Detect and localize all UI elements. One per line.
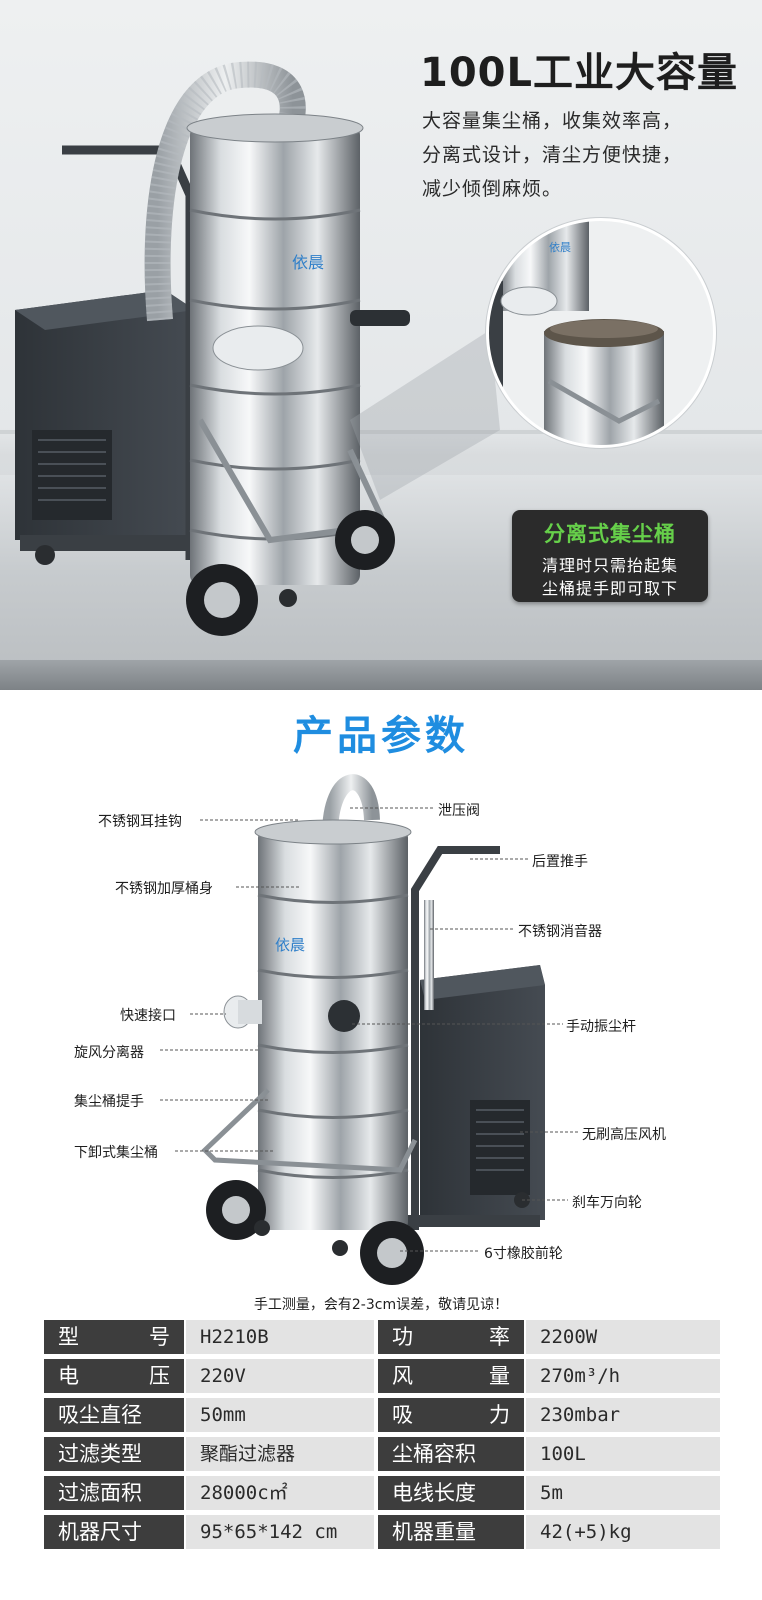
callout-shaker: 手动振尘杆	[566, 1019, 636, 1035]
spec-value: 42(+5)kg	[526, 1515, 720, 1549]
callout-bucket-handle: 集尘桶提手	[74, 1094, 144, 1110]
badge-line: 尘桶提手即可取下	[541, 579, 678, 598]
spec-key: 机器尺寸	[44, 1515, 184, 1549]
spec-value: 2200W	[526, 1320, 720, 1354]
spec-value: 50mm	[186, 1398, 374, 1432]
hero-banner: 依晨 100L工业大容量 大容量集尘桶，收集效率高， 分离式设计，清尘方便快捷，…	[0, 0, 762, 690]
callout-quick-port: 快速接口	[120, 1008, 176, 1024]
hero-desc-line: 分离式设计，清尘方便快捷，	[422, 144, 683, 166]
labeled-machine-diagram: 依晨	[160, 774, 578, 1285]
callout-ear-hook: 不锈钢耳挂钩	[98, 814, 182, 830]
spec-row: 机器尺寸 95*65*142 cm 机器重量 42(+5)kg	[44, 1515, 720, 1549]
svg-text:依晨: 依晨	[275, 936, 305, 954]
spec-row: 过滤面积 28000c㎡ 电线长度 5m	[44, 1476, 720, 1510]
zoom-detail-circle: 依晨	[486, 218, 716, 448]
spec-value: 100L	[526, 1437, 720, 1471]
spec-row: 电压 220V 风量 270m³/h	[44, 1359, 720, 1393]
spec-key: 吸力	[378, 1398, 524, 1432]
hero-desc-line: 大容量集尘桶，收集效率高，	[422, 110, 683, 132]
spec-value: 28000c㎡	[186, 1476, 374, 1510]
hero-desc-line: 减少倾倒麻烦。	[422, 178, 563, 200]
measurement-note: 手工测量，会有2-3cm误差，敬请见谅！	[253, 1297, 509, 1313]
callout-brake-caster: 刹车万向轮	[572, 1195, 642, 1211]
spec-key: 电压	[44, 1359, 184, 1393]
spec-row: 型号 H2210B 功率 2200W	[44, 1320, 720, 1354]
spec-value: 聚酯过滤器	[186, 1437, 374, 1471]
wall-divider	[0, 430, 762, 434]
separate-bucket-badge: 分离式集尘桶 清理时只需抬起集 尘桶提手即可取下	[512, 510, 708, 602]
spec-value: 5m	[526, 1476, 720, 1510]
spec-row: 吸尘直径 50mm 吸力 230mbar	[44, 1398, 720, 1432]
spec-value: 220V	[186, 1359, 374, 1393]
spec-value: 95*65*142 cm	[186, 1515, 374, 1549]
spec-key: 过滤面积	[44, 1476, 184, 1510]
spec-key: 尘桶容积	[378, 1437, 524, 1471]
hero-description: 大容量集尘桶，收集效率高， 分离式设计，清尘方便快捷， 减少倾倒麻烦。	[422, 104, 742, 206]
hero-title: 100L工业大容量	[420, 50, 738, 96]
badge-title: 分离式集尘桶	[544, 522, 676, 546]
callout-rear-handle: 后置推手	[532, 854, 588, 870]
svg-text:依晨: 依晨	[549, 241, 571, 254]
spec-key: 电线长度	[378, 1476, 524, 1510]
spec-key: 功率	[378, 1320, 524, 1354]
callout-bottom-bucket: 下卸式集尘桶	[74, 1145, 158, 1161]
spec-key: 型号	[44, 1320, 184, 1354]
spec-key: 过滤类型	[44, 1437, 184, 1471]
floor-edge	[0, 660, 762, 690]
spec-key: 风量	[378, 1359, 524, 1393]
spec-value: 230mbar	[526, 1398, 720, 1432]
svg-text:依晨: 依晨	[292, 253, 324, 272]
callout-relief-valve: 泄压阀	[438, 803, 480, 819]
spec-row: 过滤类型 聚酯过滤器 尘桶容积 100L	[44, 1437, 720, 1471]
spec-value: 270m³/h	[526, 1359, 720, 1393]
callout-front-wheel: 6寸橡胶前轮	[484, 1246, 563, 1262]
callout-thick-body: 不锈钢加厚桶身	[115, 881, 213, 897]
callout-blower: 无刷高压风机	[582, 1127, 666, 1143]
vacuum-product-image: 依晨	[15, 61, 500, 636]
params-title: 产品参数	[293, 713, 469, 759]
spec-key: 机器重量	[378, 1515, 524, 1549]
bucket-detail-image: 依晨	[489, 221, 664, 445]
spec-value: H2210B	[186, 1320, 374, 1354]
callout-silencer: 不锈钢消音器	[518, 924, 602, 940]
spec-key: 吸尘直径	[44, 1398, 184, 1432]
callout-cyclone: 旋风分离器	[74, 1045, 144, 1061]
badge-line: 清理时只需抬起集	[541, 556, 678, 575]
